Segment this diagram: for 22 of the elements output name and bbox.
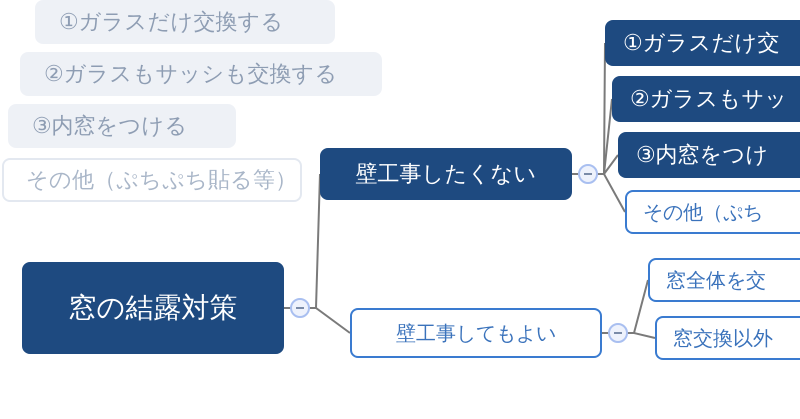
topic-text: 壁工事したくない xyxy=(356,161,536,189)
topic-box xyxy=(22,262,284,354)
subtopic-box xyxy=(350,308,602,358)
topic-text: 窓の結露対策 xyxy=(68,290,238,326)
topic-box xyxy=(605,20,800,66)
topic-text: 壁工事してもよい xyxy=(396,320,556,346)
topic-text: その他（ぷち xyxy=(643,198,763,226)
subtopic-box xyxy=(648,258,800,302)
subtopic-box xyxy=(655,316,800,360)
faded-topic-text: ③内窓をつける xyxy=(8,104,236,148)
subtopic-box xyxy=(625,190,800,234)
topic-text: ①ガラスだけ交 xyxy=(623,30,780,58)
topic-text: ③内窓をつけ xyxy=(636,142,769,170)
topic-text: 窓全体を交 xyxy=(666,266,766,294)
topic-text: ②ガラスもサッ xyxy=(630,86,788,114)
faded-topic-text: その他（ぷちぷち貼る等） xyxy=(2,158,302,202)
topic-box xyxy=(320,148,572,200)
faded-topic-text: ①ガラスだけ交換する xyxy=(35,0,335,44)
topic-box xyxy=(618,132,800,178)
topic-box xyxy=(612,76,800,122)
topic-text: 窓交換以外 xyxy=(673,324,773,352)
faded-topic-text: ②ガラスもサッシも交換する xyxy=(20,52,382,96)
